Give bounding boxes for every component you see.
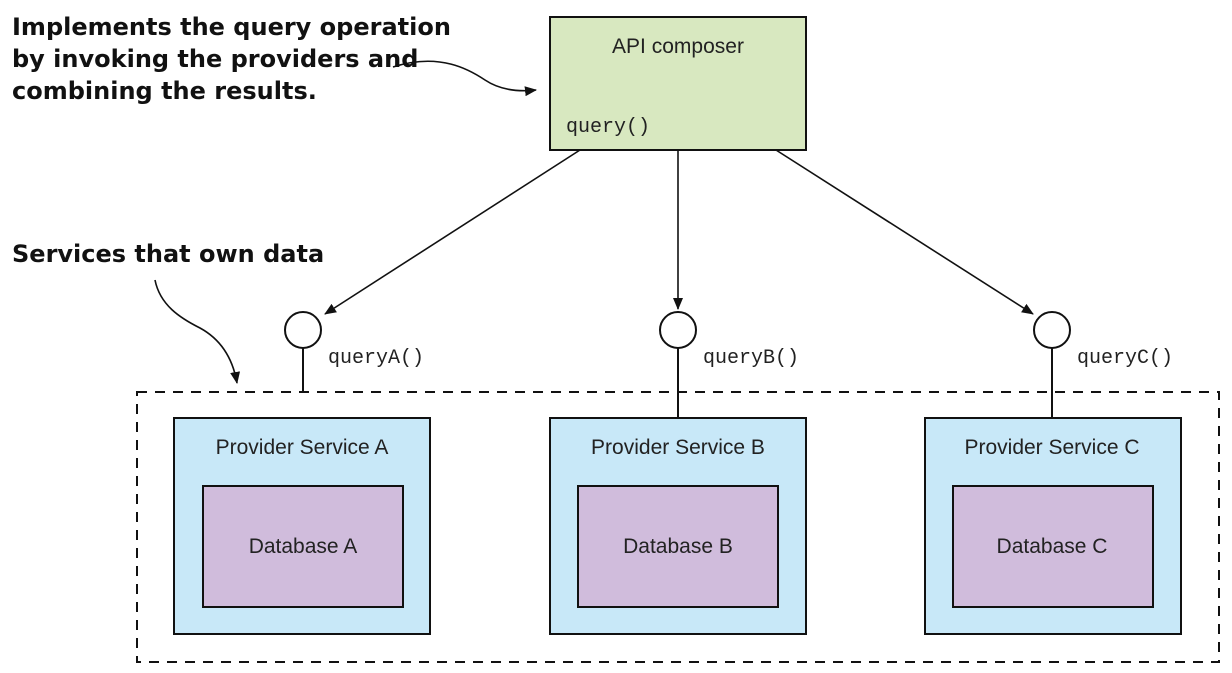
arrow-to-query-c	[775, 149, 1034, 315]
database-b-box	[577, 485, 779, 608]
query-b-interface-circle	[659, 311, 697, 349]
provider-service-a-title: Provider Service A	[216, 436, 389, 459]
query-b-label: queryB()	[703, 347, 799, 370]
database-a-label: Database A	[249, 535, 358, 558]
query-a-interface-circle	[284, 311, 322, 349]
database-c-label: Database C	[997, 535, 1108, 558]
query-c-label: queryC()	[1077, 347, 1173, 370]
database-a-box	[202, 485, 404, 608]
database-c-box	[952, 485, 1154, 608]
query-c-interface-circle	[1033, 311, 1071, 349]
composer-query-method: query()	[566, 116, 650, 139]
database-b-label: Database B	[623, 535, 733, 558]
api-composer-title: API composer	[612, 35, 744, 58]
query-a-label: queryA()	[328, 347, 424, 370]
services-note: Services that own data	[12, 240, 324, 268]
composer-note-pointer	[392, 60, 537, 97]
composer-note-line-2: by invoking the providers and	[12, 45, 418, 73]
provider-service-b-title: Provider Service B	[591, 436, 765, 459]
composer-note-line-3: combining the results.	[12, 77, 317, 105]
composer-note-line-1: Implements the query operation	[12, 13, 451, 41]
services-note-pointer	[154, 279, 241, 384]
provider-service-c-title: Provider Service C	[964, 436, 1139, 459]
arrow-to-query-a	[324, 149, 581, 315]
